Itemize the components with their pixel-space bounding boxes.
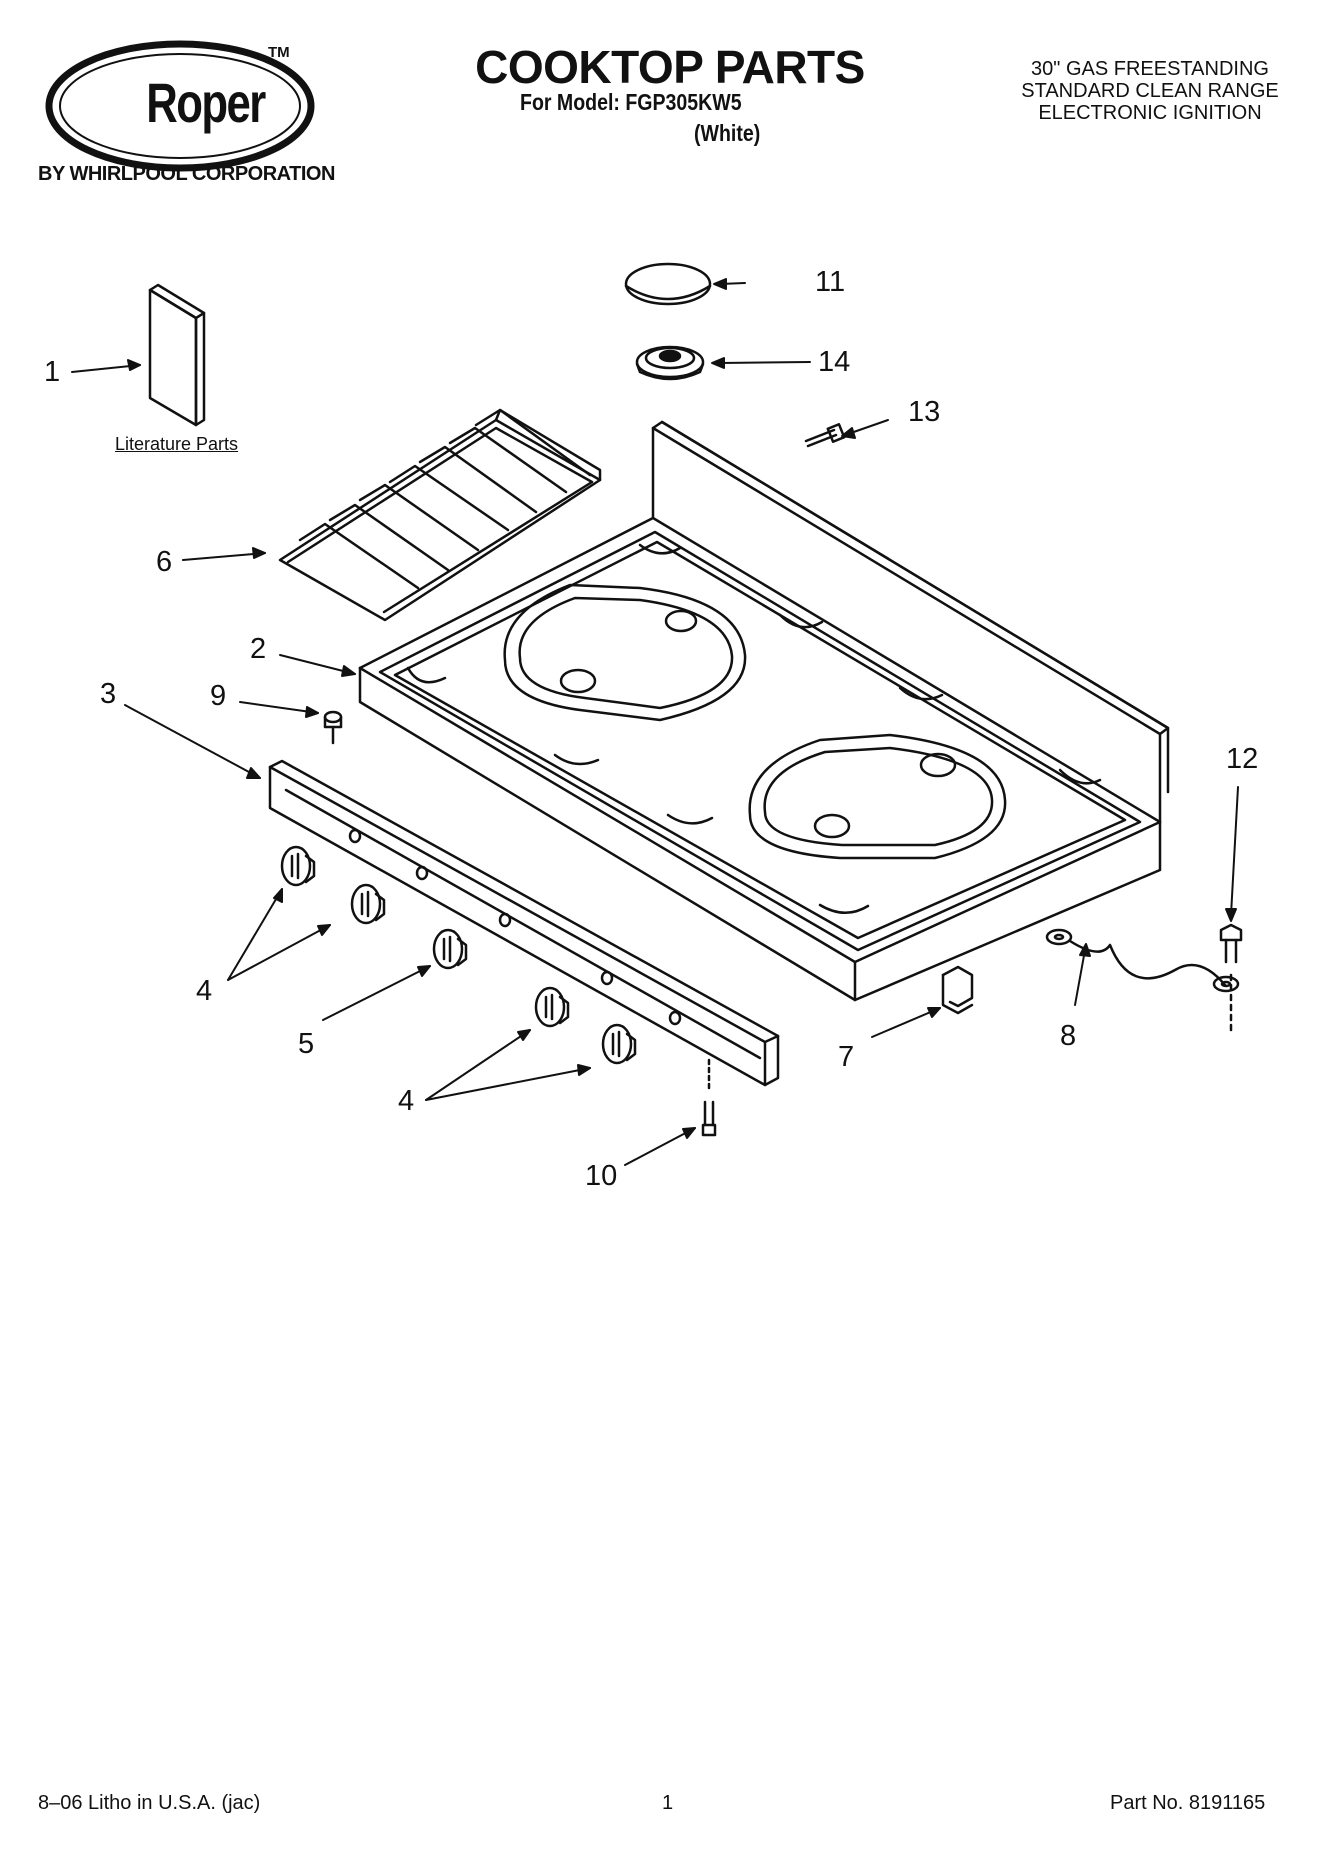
callout-5: 5 bbox=[298, 1028, 315, 1060]
callout-4: 4 bbox=[196, 975, 213, 1007]
burner-head-part bbox=[635, 345, 705, 381]
product-description: 30" GAS FREESTANDING STANDARD CLEAN RANG… bbox=[990, 58, 1310, 124]
callout-10: 10 bbox=[585, 1160, 618, 1192]
description-line: STANDARD CLEAN RANGE bbox=[1021, 80, 1279, 102]
burner-cap-part bbox=[624, 262, 712, 306]
callout-1: 1 bbox=[44, 356, 61, 388]
callout-12: 12 bbox=[1226, 743, 1259, 775]
model-color: (White) bbox=[694, 120, 761, 146]
trademark-symbol: TM bbox=[268, 44, 290, 61]
description-line: ELECTRONIC IGNITION bbox=[1038, 102, 1262, 124]
page-title: COOKTOP PARTS bbox=[475, 41, 865, 93]
roper-logo bbox=[28, 38, 368, 188]
callout-leaders bbox=[71, 278, 1239, 1166]
callout-11: 11 bbox=[815, 266, 846, 298]
literature-parts-label: Literature Parts bbox=[115, 434, 239, 454]
brand-byline: BY WHIRLPOOL CORPORATION bbox=[38, 163, 335, 185]
screw-10-part bbox=[701, 1058, 717, 1137]
screw-13-part bbox=[804, 423, 846, 448]
screw-9-part bbox=[323, 710, 343, 745]
callout-13: 13 bbox=[908, 396, 941, 428]
logo-oval-graphic bbox=[45, 40, 315, 172]
callout-14: 14 bbox=[818, 346, 851, 378]
model-number: For Model: FGP305KW5 bbox=[520, 89, 742, 115]
page-number: 1 bbox=[662, 1792, 674, 1814]
bracket-part bbox=[941, 965, 974, 1015]
ground-wire-part bbox=[1045, 928, 1240, 993]
cooktop-main-top-part bbox=[358, 420, 1170, 1002]
grate-part bbox=[278, 408, 602, 622]
description-line: 30" GAS FREESTANDING bbox=[1031, 58, 1269, 80]
litho-note: 8–06 Litho in U.S.A. (jac) bbox=[38, 1792, 261, 1814]
callout-8: 8 bbox=[1060, 1020, 1077, 1052]
callout-6: 6 bbox=[156, 546, 173, 578]
control-knobs-part bbox=[280, 845, 637, 1065]
callout-9: 9 bbox=[210, 680, 227, 712]
literature-booklet-part bbox=[148, 283, 206, 427]
logo-wordmark: Roper bbox=[146, 71, 266, 134]
callout-2: 2 bbox=[250, 633, 267, 665]
callout-4: 4 bbox=[398, 1085, 415, 1117]
callout-7: 7 bbox=[838, 1041, 855, 1073]
part-number: Part No. 8191165 bbox=[1110, 1792, 1266, 1814]
control-panel-trim-part bbox=[268, 759, 780, 1087]
callout-3: 3 bbox=[100, 678, 117, 710]
